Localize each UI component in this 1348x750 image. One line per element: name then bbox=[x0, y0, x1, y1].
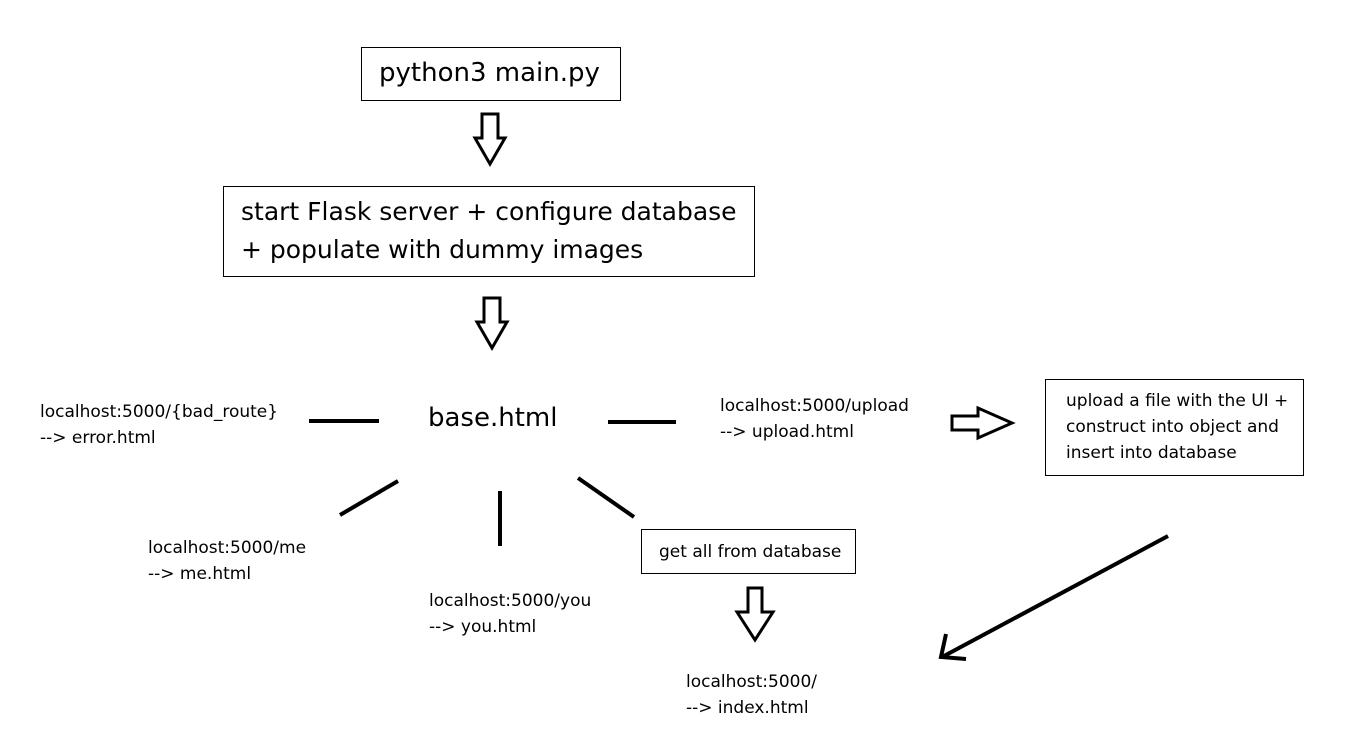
get-all-box: get all from database bbox=[641, 529, 856, 574]
route-index-url: localhost:5000/ bbox=[686, 672, 818, 692]
return-arrow-head bbox=[938, 633, 967, 661]
get-all-text: get all from database bbox=[659, 542, 842, 562]
run-command-text: python3 main.py bbox=[379, 58, 600, 88]
route-me-url: localhost:5000/me bbox=[148, 538, 307, 558]
down-arrow-1 bbox=[472, 112, 508, 168]
start-server-line-2: + populate with dummy images bbox=[241, 235, 644, 264]
route-bad-route-url: localhost:5000/{bad_route} bbox=[40, 402, 279, 422]
down-arrow-3 bbox=[734, 586, 776, 643]
route-bad-route-template: --> error.html bbox=[40, 428, 156, 448]
route-me-template: --> me.html bbox=[148, 564, 252, 584]
spoke-down-left bbox=[338, 479, 400, 517]
down-arrow-2 bbox=[474, 296, 510, 352]
upload-ui-line-3: insert into database bbox=[1066, 443, 1237, 463]
route-upload-template: --> upload.html bbox=[720, 422, 854, 442]
route-you: localhost:5000/you --> you.html bbox=[429, 588, 591, 640]
upload-ui-line-2: construct into object and bbox=[1066, 417, 1279, 437]
return-arrow-line bbox=[943, 534, 1169, 658]
upload-ui-line-1: upload a file with the UI + bbox=[1066, 391, 1289, 411]
run-command-box: python3 main.py bbox=[361, 47, 621, 101]
right-arrow bbox=[950, 405, 1016, 441]
start-server-line-1: start Flask server + configure database bbox=[241, 197, 737, 226]
spoke-down-right bbox=[576, 476, 636, 519]
route-you-url: localhost:5000/you bbox=[429, 591, 592, 611]
route-you-template: --> you.html bbox=[429, 617, 537, 637]
start-server-box: start Flask server + configure database … bbox=[223, 186, 755, 277]
route-bad-route: localhost:5000/{bad_route} --> error.htm… bbox=[40, 399, 278, 451]
route-index-template: --> index.html bbox=[686, 698, 809, 718]
route-upload: localhost:5000/upload --> upload.html bbox=[720, 393, 909, 445]
upload-ui-box: upload a file with the UI + construct in… bbox=[1045, 379, 1304, 476]
center-node-base-html: base.html bbox=[428, 403, 558, 433]
route-index: localhost:5000/ --> index.html bbox=[686, 669, 817, 721]
route-me: localhost:5000/me --> me.html bbox=[148, 535, 306, 587]
upload-ui-text: upload a file with the UI + construct in… bbox=[1066, 388, 1288, 466]
route-upload-url: localhost:5000/upload bbox=[720, 396, 909, 416]
